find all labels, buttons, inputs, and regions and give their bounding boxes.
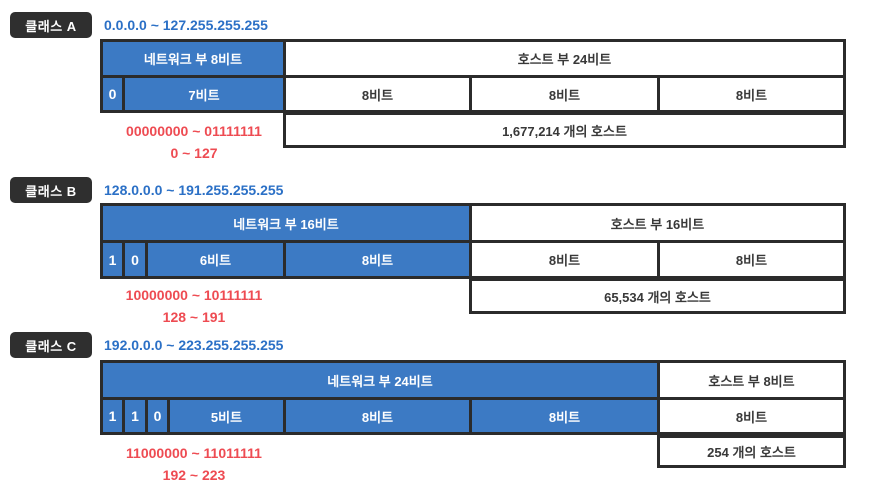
class-a-network-bits-cell: 7비트 [122, 75, 286, 113]
class-a-range-annotation: 00000000 ~ 01111111 0 ~ 127 [100, 120, 288, 164]
class-a-ip-range: 0.0.0.0 ~ 127.255.255.255 [104, 17, 268, 33]
class-c-network-bits-cell: 5비트 [167, 397, 286, 435]
class-a-octet-cell-2: 8비트 [469, 75, 660, 113]
class-a-octet-cell-3: 8비트 [657, 75, 846, 113]
class-a-host-count-box: 1,677,214 개의 호스트 [283, 112, 846, 148]
class-a-binary-range: 00000000 ~ 01111111 [126, 123, 262, 139]
class-c-octet-cell-1: 8비트 [283, 397, 472, 435]
class-b-binary-range: 10000000 ~ 10111111 [125, 287, 263, 303]
class-c-badge: 클래스 C [10, 332, 92, 358]
class-c-range-annotation: 11000000 ~ 11011111 192 ~ 223 [100, 442, 288, 486]
class-c-octet-cell-3: 8비트 [657, 397, 846, 435]
class-b-ip-range: 128.0.0.0 ~ 191.255.255.255 [104, 182, 284, 198]
class-b-badge: 클래스 B [10, 177, 92, 203]
class-b-octet-cell-3: 8비트 [657, 240, 846, 279]
class-a-network-header-cell: 네트워크 부 8비트 [100, 39, 286, 78]
class-b-host-count-box: 65,534 개의 호스트 [469, 278, 846, 314]
class-b-network-bits-cell: 6비트 [145, 240, 286, 279]
class-c-host-count-box: 254 개의 호스트 [657, 435, 846, 468]
class-c-binary-range: 11000000 ~ 11011111 [126, 445, 262, 461]
class-b-range-annotation: 10000000 ~ 10111111 128 ~ 191 [100, 284, 288, 328]
class-c-ip-range: 192.0.0.0 ~ 223.255.255.255 [104, 337, 284, 353]
class-a-decimal-range: 0 ~ 127 [170, 145, 218, 161]
class-a-host-header-cell: 호스트 부 24비트 [283, 39, 846, 78]
class-b-network-header-cell: 네트워크 부 16비트 [100, 203, 472, 243]
class-c-octet-cell-2: 8비트 [469, 397, 660, 435]
class-b-host-header-cell: 호스트 부 16비트 [469, 203, 846, 243]
class-b-octet-cell-2: 8비트 [469, 240, 660, 279]
class-a-badge: 클래스 A [10, 12, 92, 38]
class-c-network-header-cell: 네트워크 부 24비트 [100, 360, 660, 400]
class-a-octet-cell-1: 8비트 [283, 75, 472, 113]
class-c-decimal-range: 192 ~ 223 [162, 467, 226, 483]
class-c-host-header-cell: 호스트 부 8비트 [657, 360, 846, 400]
class-b-decimal-range: 128 ~ 191 [162, 309, 226, 325]
class-b-octet-cell-1: 8비트 [283, 240, 472, 279]
